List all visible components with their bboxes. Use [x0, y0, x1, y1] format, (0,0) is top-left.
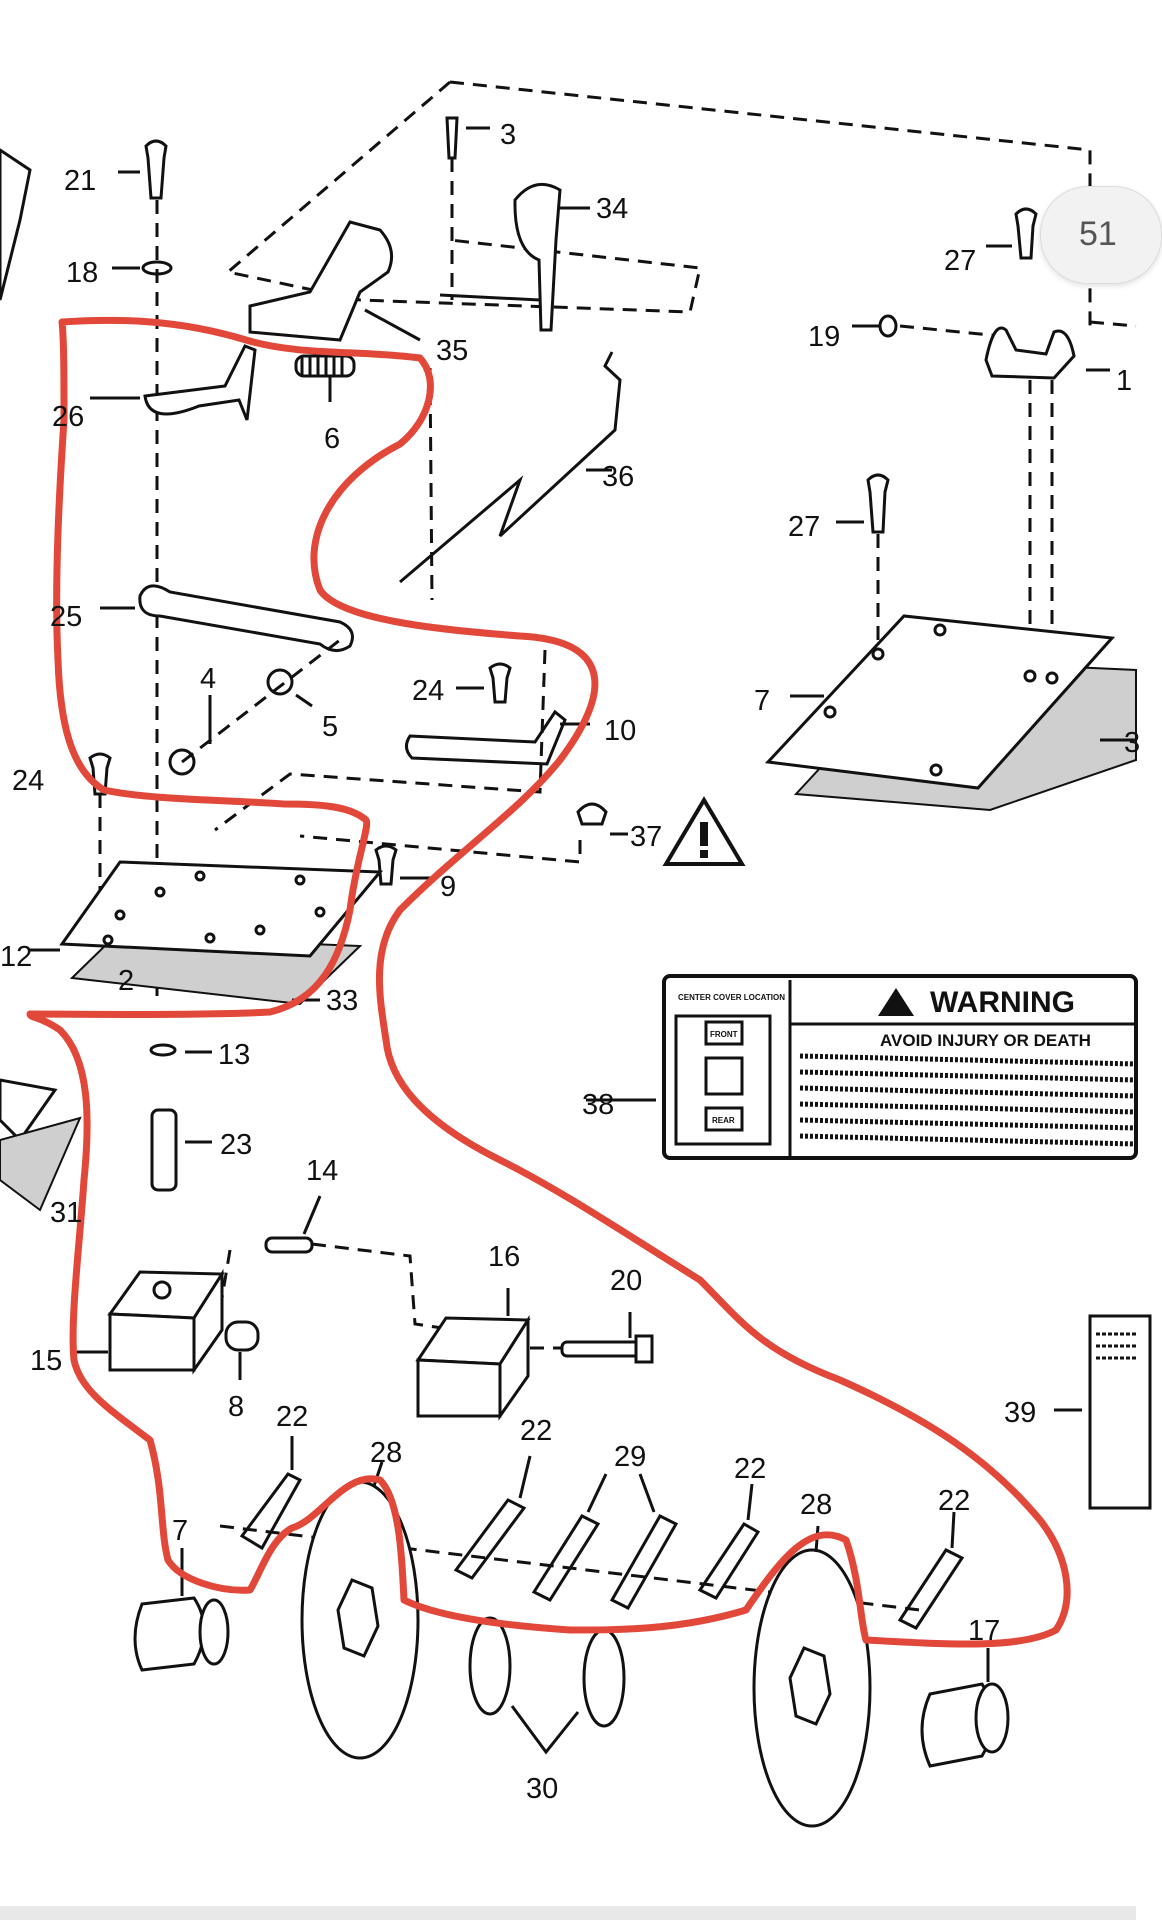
page-number: 51: [1079, 215, 1117, 253]
part-4-nut: [168, 638, 341, 776]
callout-34: 34: [596, 193, 628, 225]
callout-24-left: 24: [12, 765, 44, 797]
decal-header-left: CENTER COVER LOCATION: [678, 993, 785, 1002]
part-22-washer-2: [453, 1455, 532, 1580]
callout-17-left: 7: [172, 1515, 188, 1547]
part-17-bushing-right: [920, 1648, 1010, 1768]
callout-20: 20: [610, 1265, 642, 1297]
callout-23: 23: [220, 1129, 252, 1161]
dash-6-down: [428, 367, 434, 601]
callout-3-right: 3: [1124, 727, 1140, 759]
callout-7: 7: [754, 685, 770, 717]
callout-27-middle: 27: [788, 511, 820, 543]
part-22-washer-3: [697, 1483, 761, 1600]
callout-15: 15: [30, 1345, 62, 1377]
callout-27-top: 27: [944, 245, 976, 277]
callout-14: 14: [306, 1155, 338, 1187]
part-27-bolt-top: [986, 207, 1038, 260]
callout-3: 3: [500, 119, 516, 151]
callout-1: 1: [1116, 365, 1132, 397]
callout-22-c: 22: [734, 1453, 766, 1485]
part-31-partial-plate: [0, 1078, 82, 1212]
callout-8: 8: [228, 1391, 244, 1423]
part-30-rings: [468, 1616, 626, 1755]
callout-37: 37: [630, 821, 662, 853]
partial-part-left-top: [0, 148, 32, 301]
callout-17-right: 17: [968, 1615, 1000, 1647]
callout-28-b: 28: [800, 1489, 832, 1521]
callout-35: 35: [436, 335, 468, 367]
callout-25: 25: [50, 601, 82, 633]
callout-5: 5: [322, 711, 338, 743]
part-27-bolt-middle: [836, 473, 890, 650]
part-36-rod: [399, 351, 622, 584]
part-7-plate: [764, 614, 1136, 790]
callout-22-b: 22: [520, 1415, 552, 1447]
part-1-bracket: [984, 326, 1110, 380]
callout-31: 31: [50, 1197, 82, 1229]
parts-diagram: CENTER COVER LOCATION FRONT REAR WARNING…: [0, 80, 1152, 1828]
page-number-badge[interactable]: 51: [1040, 186, 1162, 284]
part-25-link: [100, 584, 354, 652]
callout-22-d: 22: [938, 1485, 970, 1517]
callout-16: 16: [488, 1241, 520, 1273]
callout-4: 4: [200, 663, 216, 695]
callout-22-a: 22: [276, 1401, 308, 1433]
part-14-pin: [218, 1195, 471, 1334]
part-15-block: [72, 1268, 225, 1375]
decal-subtitle: AVOID INJURY OR DEATH: [880, 1031, 1091, 1050]
part-16-block: [415, 1288, 531, 1421]
part-12-plate: [28, 860, 384, 958]
callout-33: 33: [326, 985, 358, 1017]
bottom-scroll-bar: [0, 1906, 1136, 1920]
part-3-pin: [445, 116, 490, 300]
callout-36: 36: [602, 461, 634, 493]
callout-6: 6: [324, 423, 340, 455]
part-18-washer: [112, 260, 173, 276]
callout-19: 19: [808, 321, 840, 353]
part-26-lever: [90, 344, 257, 421]
part-19-washer: [852, 314, 1001, 338]
part-6-spring: [294, 354, 356, 402]
callout-38: 38: [582, 1089, 614, 1121]
callout-10: 10: [604, 715, 636, 747]
part-13-washer: [149, 1043, 212, 1057]
part-20-bolt: [530, 1312, 654, 1364]
decal-rear-label: REAR: [712, 1116, 735, 1125]
callout-12: 12: [0, 941, 32, 973]
part-17-bushing-left: [133, 1548, 230, 1672]
callout-39: 39: [1004, 1397, 1036, 1429]
callout-24-middle: 24: [412, 675, 444, 707]
callout-2: 2: [118, 965, 134, 997]
callout-29: 29: [614, 1441, 646, 1473]
callout-13: 13: [218, 1039, 250, 1071]
callout-28-a: 28: [370, 1437, 402, 1469]
part-28-disc-1: [300, 1461, 420, 1760]
part-34-bracket: [439, 182, 590, 332]
part-35-pedal: [248, 220, 421, 342]
part-28-disc-2: [752, 1525, 872, 1828]
decal-39-label: [1054, 1314, 1152, 1510]
callout-18: 18: [66, 257, 98, 289]
cover-outline-right: [1089, 320, 1137, 328]
callout-26: 26: [52, 401, 84, 433]
part-21-bolt: [118, 139, 168, 200]
part-37-plug: [299, 802, 628, 864]
part-24-bolt: [456, 662, 512, 704]
decal-front-label: FRONT: [710, 1030, 738, 1039]
red-annotation-outline: [26, 316, 1071, 1648]
warning-triangle-icon: [662, 796, 746, 866]
part-23-spacer: [150, 1108, 212, 1192]
part-22-washer-4: [897, 1511, 965, 1630]
decal-title: WARNING: [930, 986, 1075, 1019]
callout-21: 21: [64, 165, 96, 197]
callout-30: 30: [526, 1773, 558, 1805]
part-8-roller: [224, 1320, 260, 1380]
callout-9: 9: [440, 871, 456, 903]
decal-38-warning-label: [586, 974, 1138, 1160]
part-9-bolt: [374, 844, 430, 886]
part-29-washer-a: [531, 1473, 679, 1610]
